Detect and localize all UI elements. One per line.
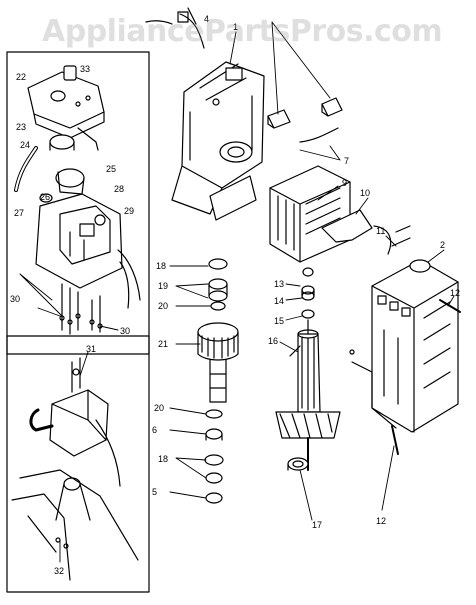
callout-23: 23 — [16, 122, 26, 132]
callout-numbers: 1 2 4 5 6 7 9 10 11 12 12 13 14 15 16 17… — [10, 14, 460, 576]
callout-20-bottom: 20 — [154, 403, 164, 413]
field-stator — [269, 165, 351, 263]
callout-18-bottom: 18 — [158, 454, 168, 464]
callout-19: 19 — [158, 281, 168, 291]
callout-10: 10 — [360, 188, 370, 198]
callout-16: 16 — [268, 336, 278, 346]
callout-25: 25 — [106, 164, 116, 174]
callout-32: 32 — [54, 566, 64, 576]
callout-27: 27 — [14, 208, 24, 218]
callout-13: 13 — [274, 279, 284, 289]
callout-28: 28 — [114, 184, 124, 194]
callout-30-right: 30 — [120, 326, 130, 336]
callout-12-right: 12 — [450, 288, 460, 298]
callout-22: 22 — [16, 72, 26, 82]
lower-washers — [204, 409, 224, 504]
callout-26: 26 — [40, 192, 50, 202]
upper-switch-assembly — [14, 65, 141, 335]
callout-2: 2 — [440, 240, 445, 250]
callout-15: 15 — [274, 316, 284, 326]
callout-5: 5 — [152, 487, 157, 497]
leader-lines — [19, 21, 455, 563]
callout-30-left: 30 — [10, 294, 20, 304]
callout-24: 24 — [20, 140, 30, 150]
callout-11: 11 — [376, 226, 385, 236]
carbon-brushes — [267, 97, 343, 143]
gear-housing — [145, 7, 265, 221]
callout-33: 33 — [80, 64, 90, 74]
armature-bearings — [301, 267, 315, 319]
gear-washers — [208, 258, 228, 311]
lower-switch-assembly — [11, 357, 139, 581]
inset-box-switch-assembly — [6, 51, 150, 355]
callout-7: 7 — [344, 156, 349, 166]
callout-31: 31 — [86, 344, 96, 354]
callout-4: 4 — [204, 14, 209, 24]
callout-18-top: 18 — [156, 261, 166, 271]
callout-6: 6 — [152, 425, 157, 435]
motor-housing — [349, 259, 461, 455]
callout-20-top: 20 — [158, 301, 168, 311]
bearing-ring — [287, 457, 309, 471]
gear-shaft — [197, 322, 239, 403]
callout-9: 9 — [342, 178, 347, 188]
callout-29: 29 — [124, 206, 134, 216]
inset-box-lower-switch — [6, 335, 150, 593]
callout-14: 14 — [274, 296, 284, 306]
callout-12-bottom: 12 — [376, 516, 386, 526]
armature — [275, 319, 341, 471]
callout-21: 21 — [158, 339, 168, 349]
callout-1: 1 — [233, 22, 238, 32]
callout-17: 17 — [312, 520, 322, 530]
